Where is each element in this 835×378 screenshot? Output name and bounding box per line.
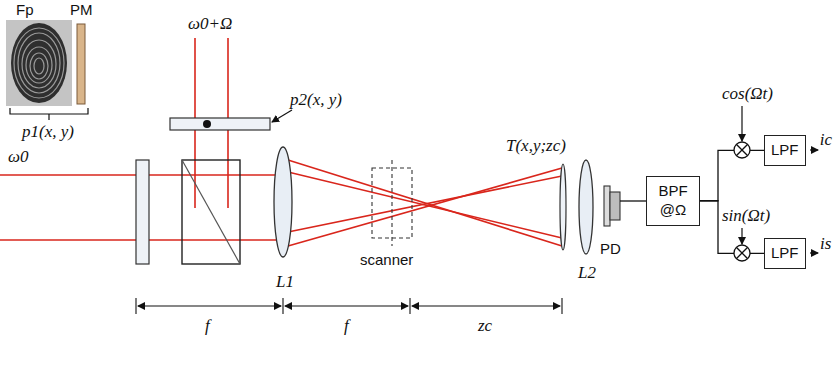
scanner <box>372 160 412 246</box>
wire <box>620 200 646 201</box>
lens <box>274 147 292 257</box>
pupil-plate <box>136 160 149 264</box>
signal-name: is <box>820 234 831 254</box>
dimension: f <box>344 316 349 336</box>
leader-line <box>272 110 292 122</box>
signal-wire <box>700 150 764 200</box>
beam-splitter <box>182 160 240 264</box>
bracket <box>10 108 88 120</box>
part-name: p1(x, y) <box>22 122 74 142</box>
part-name: L2 <box>578 263 596 283</box>
box-text: LPF <box>771 141 799 160</box>
photodetector <box>604 186 620 226</box>
process-box: LPF <box>764 238 806 269</box>
frequency-label: ω0 <box>8 147 29 167</box>
part-name: T(x,y;zc) <box>506 136 566 156</box>
part-name: PD <box>600 240 621 258</box>
signal-name: cos(Ωt) <box>722 84 773 104</box>
signal-name: sin(Ωt) <box>722 206 770 226</box>
mixer-symbol <box>734 142 750 261</box>
phase-mask <box>77 24 85 104</box>
dimension: zc <box>478 316 492 336</box>
pupil-plate <box>170 118 270 130</box>
process-box: LPF <box>764 135 806 166</box>
signal-name: ic <box>820 130 832 150</box>
part-name: Fp <box>16 1 34 19</box>
fingerprint-image <box>6 20 72 106</box>
process-box: BPF @Ω <box>646 176 700 226</box>
frequency-label: ω0+Ω <box>188 14 232 34</box>
lens <box>579 160 593 254</box>
dimension: f <box>205 316 210 336</box>
part-name: PM <box>70 1 93 19</box>
object-slide <box>560 164 566 250</box>
part-name: L1 <box>276 272 294 292</box>
signal-arrow <box>742 106 818 253</box>
part-name: scanner <box>360 251 413 269</box>
box-text: BPF @Ω <box>653 182 693 220</box>
dimension-line <box>136 298 562 314</box>
box-text: LPF <box>771 244 799 263</box>
part-name: p2(x, y) <box>290 90 342 110</box>
